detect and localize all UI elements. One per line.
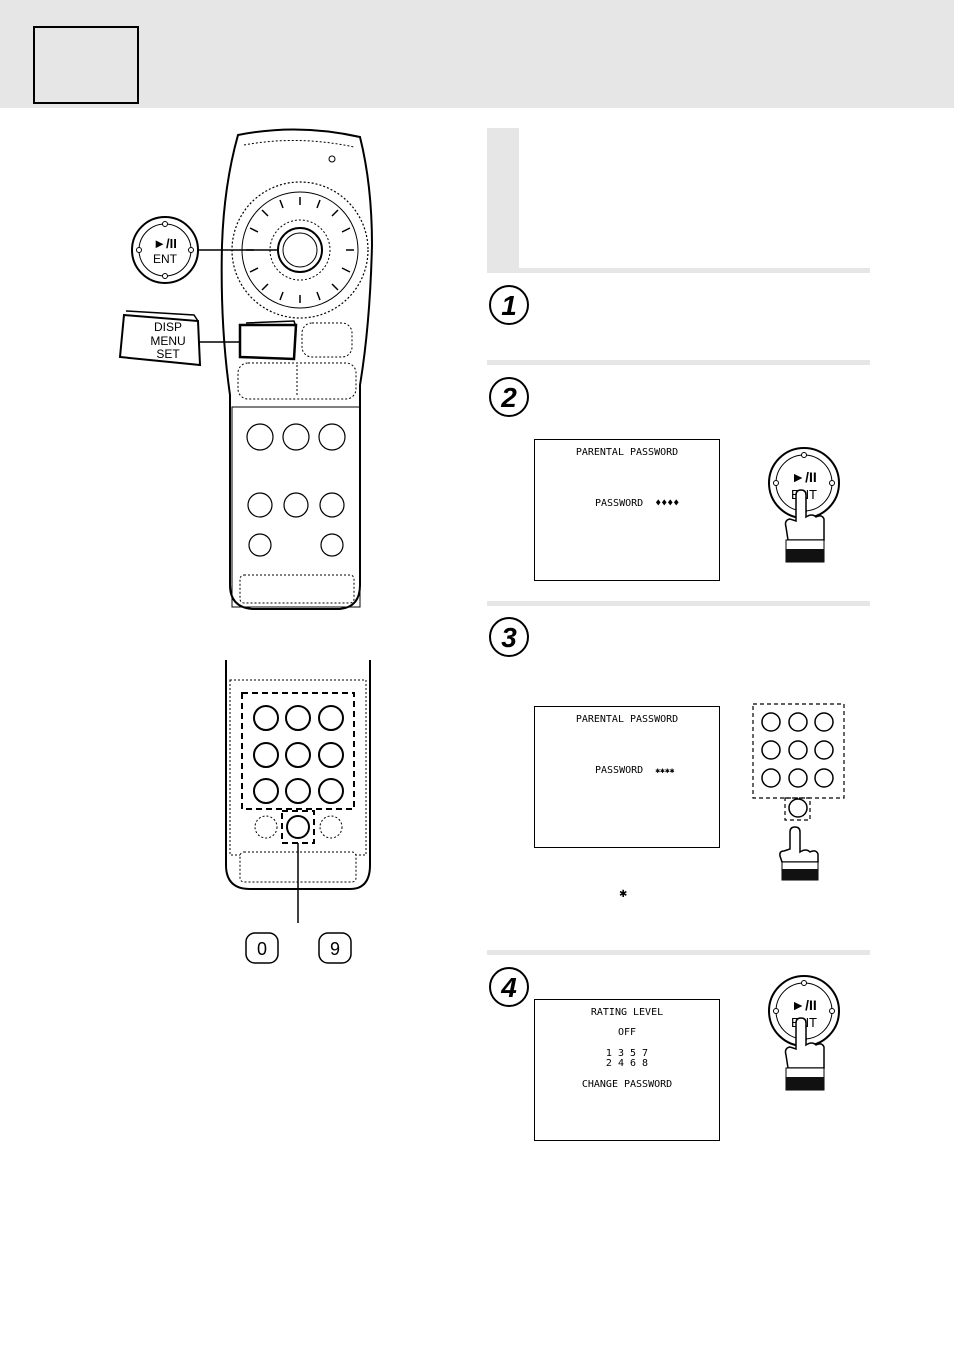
osd-password-row: PASSWORD ♦♦♦♦ (595, 498, 719, 509)
play-pause-icon: ►/II (791, 469, 817, 485)
osd-password-label: PASSWORD (595, 498, 644, 509)
osd-screen-step2: PARENTAL PASSWORD PASSWORD ♦♦♦♦ (534, 439, 720, 581)
step-3-number: 3 (501, 622, 517, 653)
osd-screen-step3: PARENTAL PASSWORD PASSWORD ✱✱✱✱ (534, 706, 720, 848)
play-pause-icon: ►/II (791, 997, 817, 1013)
step-4-number: 4 (500, 972, 517, 1003)
step-2-badge: 2 (489, 377, 529, 417)
section-rule (487, 268, 870, 273)
hand-pointer-icon (784, 1017, 825, 1069)
osd-password-row: PASSWORD ✱✱✱✱ (595, 765, 719, 776)
osd-change-password: CHANGE PASSWORD (581, 1079, 673, 1090)
osd-password-label: PASSWORD (595, 765, 644, 776)
key-9 (318, 932, 352, 964)
step-divider-1 (487, 360, 870, 365)
hand-pointer-icon (784, 489, 825, 541)
osd-screen-step4: RATING LEVEL OFF 1 3 5 7 2 4 6 8 CHANGE … (534, 999, 720, 1141)
disp-label: DISP (154, 320, 182, 334)
remote-control-illustration: ►/II ENT DISP MENU SET (118, 128, 374, 610)
ent-button-press-step2: ►/II ENT (768, 447, 840, 563)
disp-button-callout (118, 313, 202, 367)
step-1-number: 1 (501, 290, 517, 321)
set-label: SET (156, 347, 180, 361)
page-number-box (33, 26, 139, 104)
remote-keypad-illustration: 0 9 (225, 660, 371, 964)
step-divider-3 (487, 950, 870, 955)
osd-title: PARENTAL PASSWORD (575, 447, 679, 458)
step-2-number: 2 (500, 382, 517, 413)
hand-pointer-icon (779, 826, 819, 863)
osd-password-value: ✱✱✱✱ (655, 766, 675, 775)
play-pause-icon: ►/II (153, 236, 177, 251)
asterisk-note: ✱ (619, 889, 628, 900)
ent-label: ENT (153, 252, 178, 266)
step-1-badge: 1 (489, 285, 529, 325)
step-divider-2 (487, 601, 870, 606)
step-4-badge: 4 (489, 967, 529, 1007)
numeric-keypad-press-step3 (752, 703, 845, 881)
ent-button-press-step4: ►/II ENT (768, 975, 840, 1091)
key-0 (245, 932, 279, 964)
osd-password-value: ♦♦♦♦ (655, 498, 680, 509)
osd-levels-row2: 2 4 6 8 (605, 1058, 649, 1069)
disp-menu-set-button (238, 323, 298, 361)
key-9-label: 9 (330, 939, 340, 959)
osd-title: PARENTAL PASSWORD (575, 714, 679, 725)
key-0-label: 0 (257, 939, 267, 959)
osd-off-option: OFF (617, 1027, 637, 1038)
step-3-badge: 3 (489, 617, 529, 657)
osd-title: RATING LEVEL (590, 1007, 664, 1018)
header-band (0, 0, 954, 108)
osd-levels-row1: 1 3 5 7 (605, 1048, 649, 1059)
section-title-tab (487, 128, 519, 272)
menu-label: MENU (150, 334, 185, 348)
